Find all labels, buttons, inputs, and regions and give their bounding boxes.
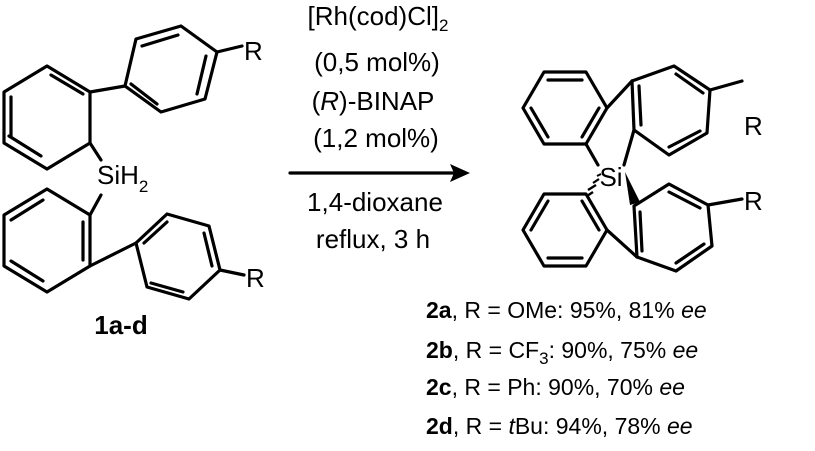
catalyst-text: [Rh(cod)Cl]2 bbox=[308, 1, 449, 35]
catalyst-loading: (0,5 mol%) bbox=[314, 47, 440, 77]
reaction-conditions: [Rh(cod)Cl]2 (0,5 mol%) (R)-BINAP (1,2 m… bbox=[307, 1, 448, 254]
solvent-text: 1,4-dioxane bbox=[307, 187, 443, 217]
product-r-top: R bbox=[744, 111, 763, 141]
product-ring-bottom-right bbox=[632, 182, 744, 273]
product-r-bottom: R bbox=[744, 186, 763, 216]
reactant-compound-label: 1a-d bbox=[94, 310, 147, 340]
result-line-2d: 2d, R = tBu: 94%, 78% ee bbox=[426, 413, 693, 439]
result-line-2a: 2a, R = OMe: 95%, 81% ee bbox=[426, 297, 707, 323]
result-line-2c: 2c, R = Ph: 90%, 70% ee bbox=[426, 374, 685, 400]
solid-wedge-bond bbox=[625, 172, 640, 205]
reactant-ring-b bbox=[88, 24, 244, 114]
temperature-time-text: reflux, 3 h bbox=[316, 224, 430, 254]
reactant-ring-a bbox=[2, 64, 92, 171]
reaction-arrow bbox=[288, 164, 470, 182]
reactant-ring-c bbox=[2, 187, 92, 294]
product-si-label: Si bbox=[599, 162, 622, 192]
reactant-structure: R R SiH2 1a-d bbox=[2, 24, 265, 340]
reactant-si-label: SiH2 bbox=[97, 160, 148, 196]
result-line-2b: 2b, R = CF3: 90%, 75% ee bbox=[426, 337, 698, 368]
reactant-r-top: R bbox=[244, 36, 263, 66]
results-list: 2a, R = OMe: 95%, 81% ee 2b, R = CF3: 90… bbox=[426, 297, 707, 439]
product-ring-bottom-left bbox=[521, 192, 609, 268]
ligand-text: (R)-BINAP bbox=[312, 86, 435, 116]
reactant-ring-d bbox=[88, 212, 246, 301]
product-structure: Si R R bbox=[521, 64, 763, 273]
hashed-wedge-bond bbox=[586, 173, 602, 197]
reactant-r-bottom: R bbox=[246, 263, 265, 293]
product-ring-top-right bbox=[630, 64, 744, 157]
product-ring-top-left bbox=[521, 70, 609, 146]
ligand-loading: (1,2 mol%) bbox=[313, 123, 439, 153]
